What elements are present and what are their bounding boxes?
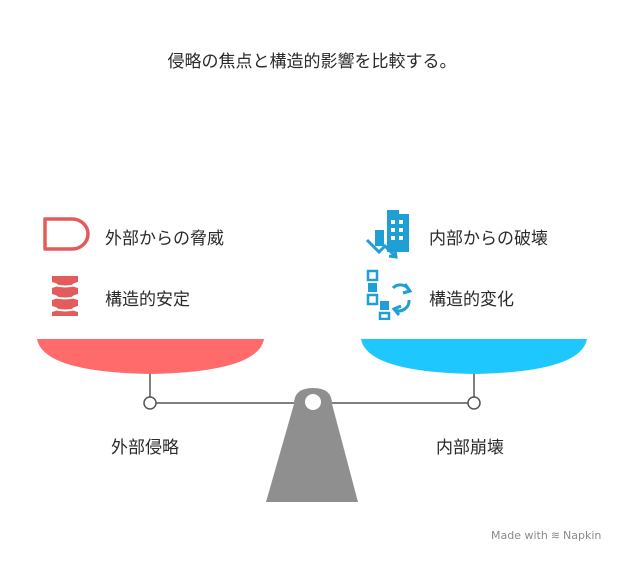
watermark-brand: Napkin [563, 529, 602, 542]
right-item-label-1: 内部からの破壊 [429, 229, 548, 249]
scale-pivot [305, 394, 321, 410]
watermark[interactable]: Made with≋Napkin [491, 529, 601, 542]
right-pan [361, 339, 587, 374]
left-pan [37, 339, 264, 374]
left-item-label-2: 構造的安定 [105, 290, 190, 310]
left-item-label-1: 外部からの脅威 [105, 229, 224, 249]
right-beam-joint [467, 396, 481, 410]
napkin-logo-icon: ≋ [550, 529, 561, 542]
stacked-layers-icon [52, 276, 78, 316]
shield-outline-icon [43, 217, 90, 251]
building-collapse-icon [365, 210, 409, 259]
restructure-blocks-icon [366, 269, 413, 320]
diagram-title: 侵略の焦点と構造的影響を比較する。 [167, 52, 457, 72]
left-pan-label: 外部侵略 [111, 438, 179, 458]
left-beam-joint [143, 396, 157, 410]
right-pan-label: 内部崩壊 [436, 438, 504, 458]
scale-base [266, 388, 358, 502]
watermark-prefix: Made with [491, 529, 548, 542]
right-item-label-2: 構造的変化 [429, 290, 514, 310]
